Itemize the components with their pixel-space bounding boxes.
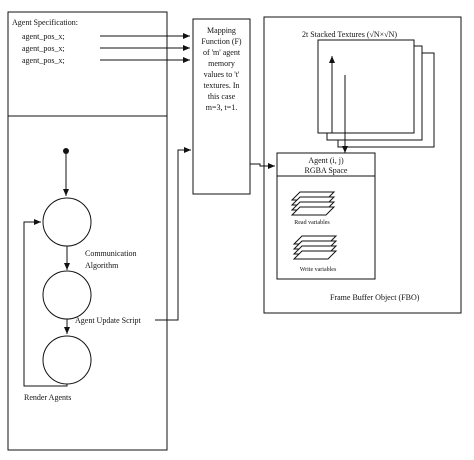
rgba-line-1: Agent (i, j) <box>308 156 344 165</box>
render-agents-label: Render Agents <box>24 393 71 402</box>
fbo-label: Frame Buffer Object (FBO) <box>330 293 420 302</box>
start-node <box>63 148 69 154</box>
rgba-line-2: RGBA Space <box>305 166 348 175</box>
read-variables-stack <box>290 191 336 216</box>
mapping-line-5: values to 't' <box>204 70 240 79</box>
agent-spec-field-2: agent_pos_x; <box>22 44 65 53</box>
mapping-line-1: Mapping <box>207 26 236 35</box>
texture-layer-front <box>317 39 415 134</box>
write-variables-label: Write variables <box>300 267 337 273</box>
loop-back-arrow <box>23 219 68 387</box>
agent-spec-field-1: agent_pos_x; <box>22 32 65 41</box>
communication-node <box>42 197 92 247</box>
update-node <box>42 270 92 320</box>
textures-title: 2t Stacked Textures (√N×√N) <box>302 30 397 39</box>
mapping-line-6: textures. In <box>204 81 240 90</box>
render-node <box>42 335 92 385</box>
update-script-label: Agent Update Script <box>75 316 142 325</box>
agent-spec-title: Agent Specification: <box>12 18 78 27</box>
mapping-line-3: of 'm' agent <box>203 48 241 57</box>
write-variables-stack <box>292 235 338 260</box>
mapping-line-8: m=3, t=1. <box>206 103 237 112</box>
communication-line-1: Communication <box>85 249 137 258</box>
mapping-line-2: Function (F) <box>201 37 242 46</box>
update-to-mapping-arrow <box>155 147 191 321</box>
mapping-function-box <box>192 18 251 195</box>
mapping-to-rgba-arrow <box>250 163 275 169</box>
mapping-line-4: memory <box>208 59 235 68</box>
communication-line-2: Algorithm <box>85 261 119 270</box>
agent-spec-field-3: agent_pos_x; <box>22 56 65 65</box>
read-variables-label: Read variables <box>294 220 330 226</box>
mapping-line-7: this case <box>208 92 236 101</box>
